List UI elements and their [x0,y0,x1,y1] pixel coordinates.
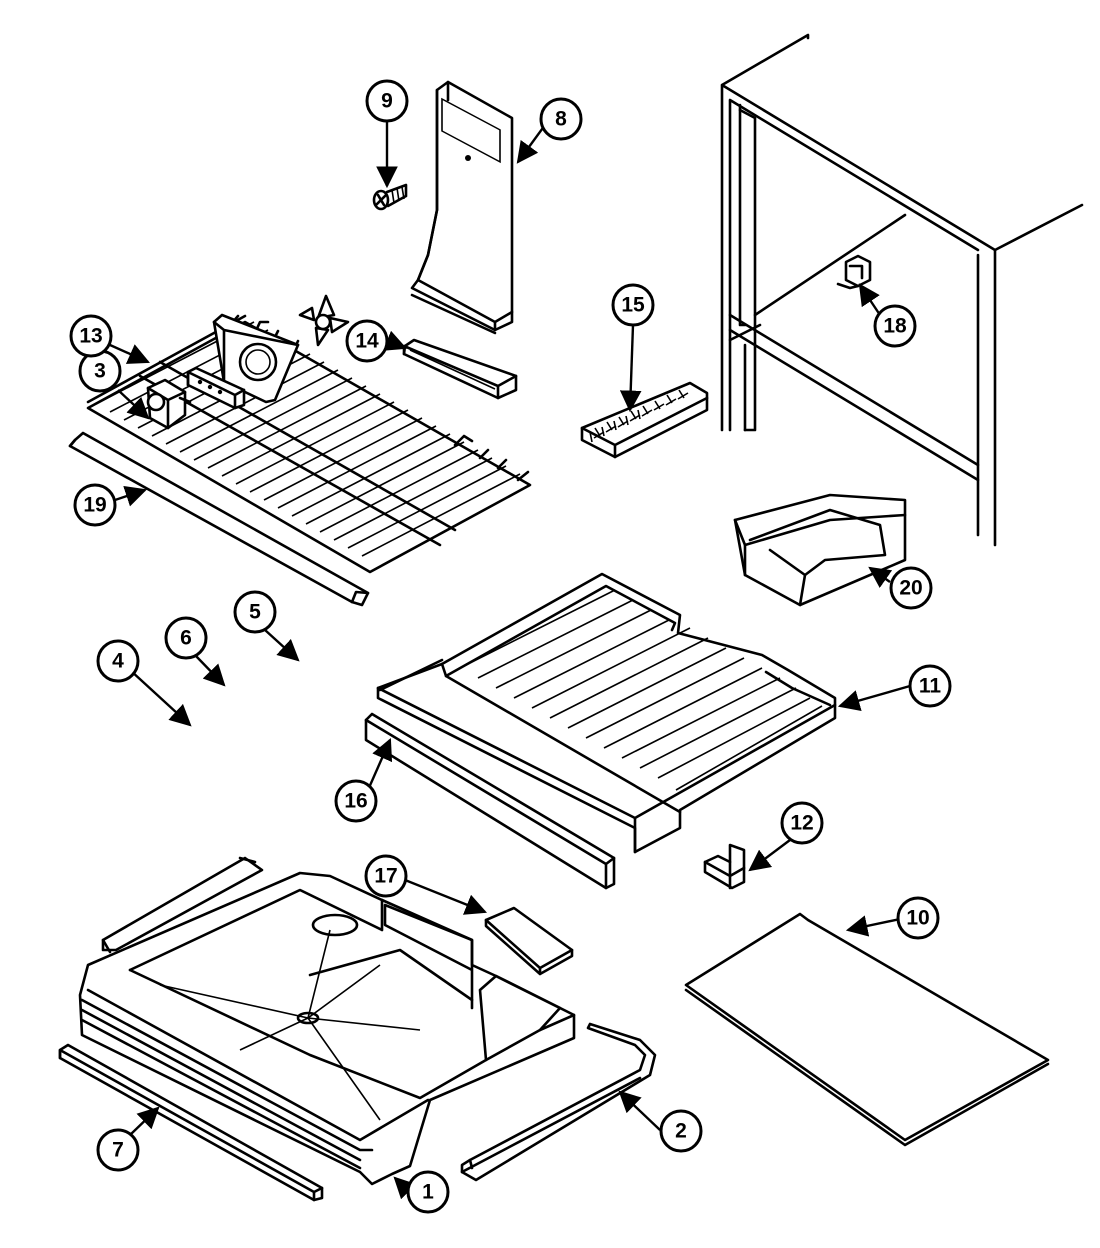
left-rail [101,856,264,954]
part-17-pad [484,906,574,976]
part-9-screw [372,183,408,211]
cabinet-outline [720,33,1084,547]
callout-6: 6 [164,616,208,660]
callout-15: 15 [611,283,655,327]
svg-text:1: 1 [422,1181,434,1204]
callout-18: 18 [873,304,917,348]
svg-text:16: 16 [344,790,367,813]
svg-text:3: 3 [94,360,106,383]
part-14-bar [402,338,518,400]
part-11-drawer [376,572,837,854]
callout-9: 9 [365,79,409,123]
svg-text:20: 20 [899,577,922,600]
part-18-clip [836,254,872,290]
callout-5: 5 [233,590,277,634]
part-1-base-tray [78,871,576,1186]
svg-text:15: 15 [621,294,645,317]
part-5-fan-blade [298,294,350,347]
part-10-panel [684,912,1050,1147]
svg-text:4: 4 [112,650,124,673]
callout-20: 20 [889,566,933,610]
callout-1: 1 [406,1170,450,1214]
svg-text:2: 2 [675,1120,687,1143]
callout-3: 3 [78,349,122,393]
svg-text:6: 6 [180,627,192,650]
part-19-rod [68,431,370,607]
part-8-vent-cover [410,80,514,335]
callout-19: 19 [73,483,117,527]
part-4-small-bracket [186,366,246,410]
part-6-bracket [212,313,300,404]
svg-text:19: 19 [83,494,106,517]
callout-7: 7 [96,1128,140,1172]
svg-text:17: 17 [374,865,397,888]
svg-text:11: 11 [919,675,942,698]
svg-text:10: 10 [906,907,929,930]
svg-text:18: 18 [883,315,907,338]
leader-lines [109,120,911,1200]
svg-text:14: 14 [355,330,379,353]
part-12-clip [703,843,746,890]
part-13-wire-shelf [86,314,532,574]
svg-text:5: 5 [249,601,261,624]
part-2-rail [460,1022,657,1182]
svg-text:7: 7 [112,1139,124,1162]
callout-13: 13 [69,314,113,358]
callout-8: 8 [539,97,583,141]
part-3-control [146,378,192,430]
svg-text:12: 12 [790,812,813,835]
part-15-ice-tray [580,381,709,459]
part-7-rail [58,1043,324,1202]
callout-10: 10 [896,896,940,940]
part-16-strip [364,712,616,890]
callout-16: 16 [334,779,378,823]
svg-text:13: 13 [79,325,102,348]
callout-4: 4 [96,639,140,683]
svg-text:9: 9 [381,90,393,113]
part-20-bin [733,493,907,607]
svg-text:8: 8 [555,108,567,131]
callout-17: 17 [364,854,408,898]
callout-2: 2 [659,1109,703,1153]
callout-12: 12 [780,801,824,845]
callout-11: 11 [908,664,952,708]
callout-14: 14 [345,319,389,363]
